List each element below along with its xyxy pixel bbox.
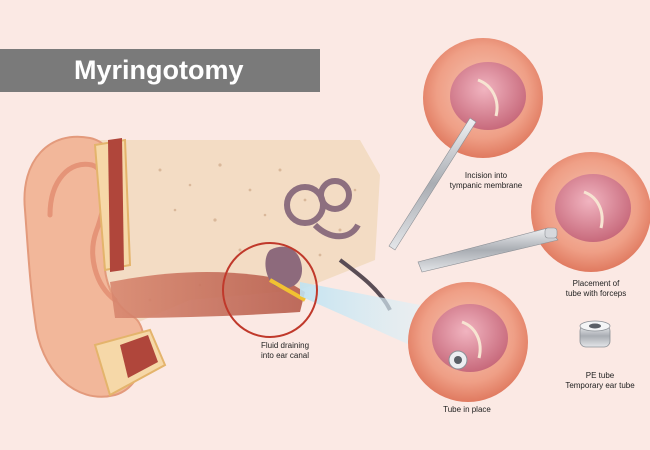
highlight-circle (222, 242, 318, 338)
inset-tube-in-place (408, 282, 528, 402)
label-placement: Placement of tube with forceps (555, 279, 637, 299)
zoom-beam (300, 282, 420, 345)
muscle-strip (108, 138, 124, 272)
page-title: Myringotomy (74, 55, 244, 85)
label-fluid-line2: into ear canal (260, 351, 310, 360)
muscle-strip-lower (120, 335, 158, 378)
label-pe-tube: PE tube Temporary ear tube (555, 371, 645, 391)
label-tube-in-place: Tube in place (443, 405, 491, 414)
tube-yellow (269, 278, 306, 302)
ear-canal (110, 271, 305, 318)
inset-forceps (417, 152, 650, 273)
title-banner: Myringotomy (0, 49, 320, 92)
inset-incision (388, 38, 543, 251)
label-fluid-line1: Fluid draining (260, 341, 310, 350)
label-fluid: Fluid draining into ear canal (249, 341, 321, 361)
label-incision: Incision into tympanic membrane (445, 171, 527, 191)
label-pe-tube-line1: PE tube (585, 371, 615, 380)
label-placement-line1: Placement of (572, 279, 620, 288)
cochlea (284, 178, 361, 240)
pe-tube (579, 320, 611, 348)
label-incision-line1: Incision into (464, 171, 508, 180)
eardrum-region (265, 246, 303, 289)
incision-needle (388, 117, 477, 251)
forceps (417, 227, 559, 273)
label-incision-line2: tympanic membrane (449, 181, 523, 190)
label-placement-line2: tube with forceps (565, 289, 627, 298)
label-pe-tube-line2: Temporary ear tube (565, 381, 635, 390)
